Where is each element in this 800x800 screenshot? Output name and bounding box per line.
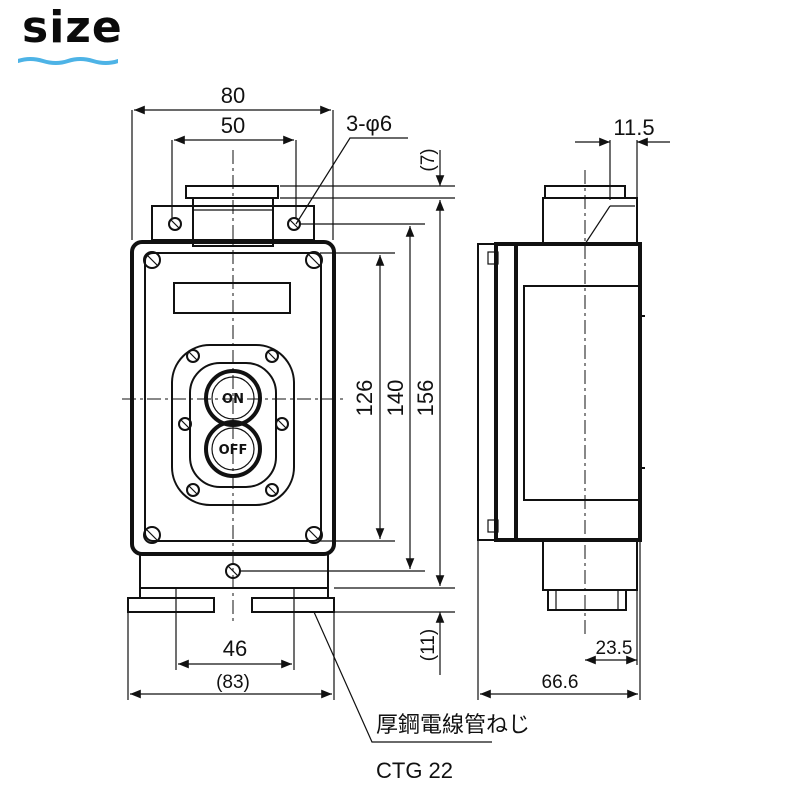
name-plate (173, 282, 291, 314)
callout-thread-spec: CTG 22 (376, 758, 453, 783)
conduit-callout: 厚鋼電線管ねじ CTG 22 (313, 611, 530, 783)
on-button-label: ON (222, 392, 244, 407)
dim-width-holes: 50 (221, 113, 245, 138)
dim-height-outer: 156 (413, 380, 438, 417)
dim-side-depth: 66.6 (542, 672, 579, 693)
button-guard-outer (171, 344, 295, 506)
dim-bottom-clearance: (11) (418, 629, 439, 661)
callout-conduit-label: 厚鋼電線管ねじ (376, 712, 530, 737)
dim-height-inner: 126 (352, 380, 377, 417)
page-title: size (22, 2, 123, 53)
title-underline (18, 57, 118, 65)
dim-side-bottom-offset: 23.5 (596, 638, 633, 659)
bottom-conduit-hub (127, 553, 335, 613)
enclosure-cover (144, 252, 322, 542)
front-view: ON OFF 80 (122, 83, 455, 700)
dim-bottom-hole-spacing: 46 (223, 636, 247, 661)
dim-side-top-width: 11.5 (613, 115, 654, 140)
dim-height-holes: 140 (383, 380, 408, 417)
guard-screws (178, 349, 289, 497)
dim-width-outer: 80 (221, 83, 245, 108)
dim-mount-holes: 3-φ6 (346, 111, 392, 136)
off-button[interactable]: OFF (204, 420, 262, 478)
on-button[interactable]: ON (204, 369, 262, 427)
side-view: 11.5 23.5 66.6 (477, 115, 670, 700)
dim-bottom-total-width: (83) (216, 672, 250, 693)
corner-screws (143, 251, 323, 544)
dim-top-clearance: (7) (418, 148, 439, 171)
off-button-label: OFF (219, 443, 248, 458)
